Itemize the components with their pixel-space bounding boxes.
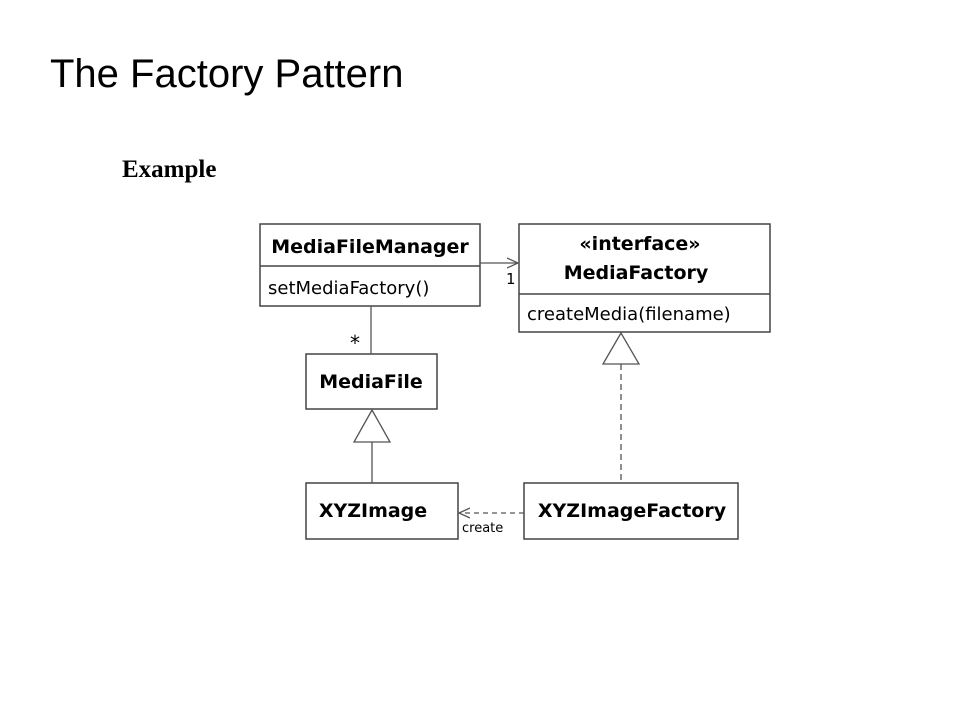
media-factory-method: createMedia(filename) [527, 304, 731, 325]
media-file-box [305, 353, 438, 410]
realization-triangle [601, 331, 641, 365]
media-factory-box [518, 223, 771, 333]
class-media-file-manager: MediaFileManager setMediaFactory() [259, 223, 481, 307]
slide-subtitle: Example [122, 156, 217, 183]
association-manager-to-factory: 1 [480, 263, 518, 288]
multiplicity-many-label: * [350, 331, 360, 355]
class-xyz-image-factory: XYZImageFactory [523, 482, 739, 540]
media-file-manager-name: MediaFileManager [271, 236, 469, 258]
media-file-name: MediaFile [319, 371, 423, 393]
class-media-file: MediaFile [305, 353, 438, 410]
create-label: create [462, 521, 503, 536]
media-factory-stereotype: «interface» [579, 233, 700, 255]
xyz-image-name: XYZImage [319, 500, 427, 522]
xyz-image-factory-box [523, 482, 739, 540]
xyz-image-factory-name: XYZImageFactory [538, 500, 727, 522]
generalization-triangle [352, 408, 392, 443]
generalization-image-to-mediafile [352, 408, 392, 483]
media-file-manager-box [259, 223, 481, 307]
class-xyz-image: XYZImage [305, 482, 459, 540]
realization-factory-to-interface [601, 331, 641, 483]
slide-title: The Factory Pattern [50, 52, 404, 96]
media-file-manager-method: setMediaFactory() [268, 278, 429, 299]
class-media-factory: «interface» MediaFactory createMedia(fil… [518, 223, 771, 333]
multiplicity-one-label: 1 [506, 270, 516, 288]
media-factory-name: MediaFactory [564, 262, 709, 284]
association-manager-to-file: * [350, 306, 372, 355]
dependency-create: create [459, 513, 524, 536]
